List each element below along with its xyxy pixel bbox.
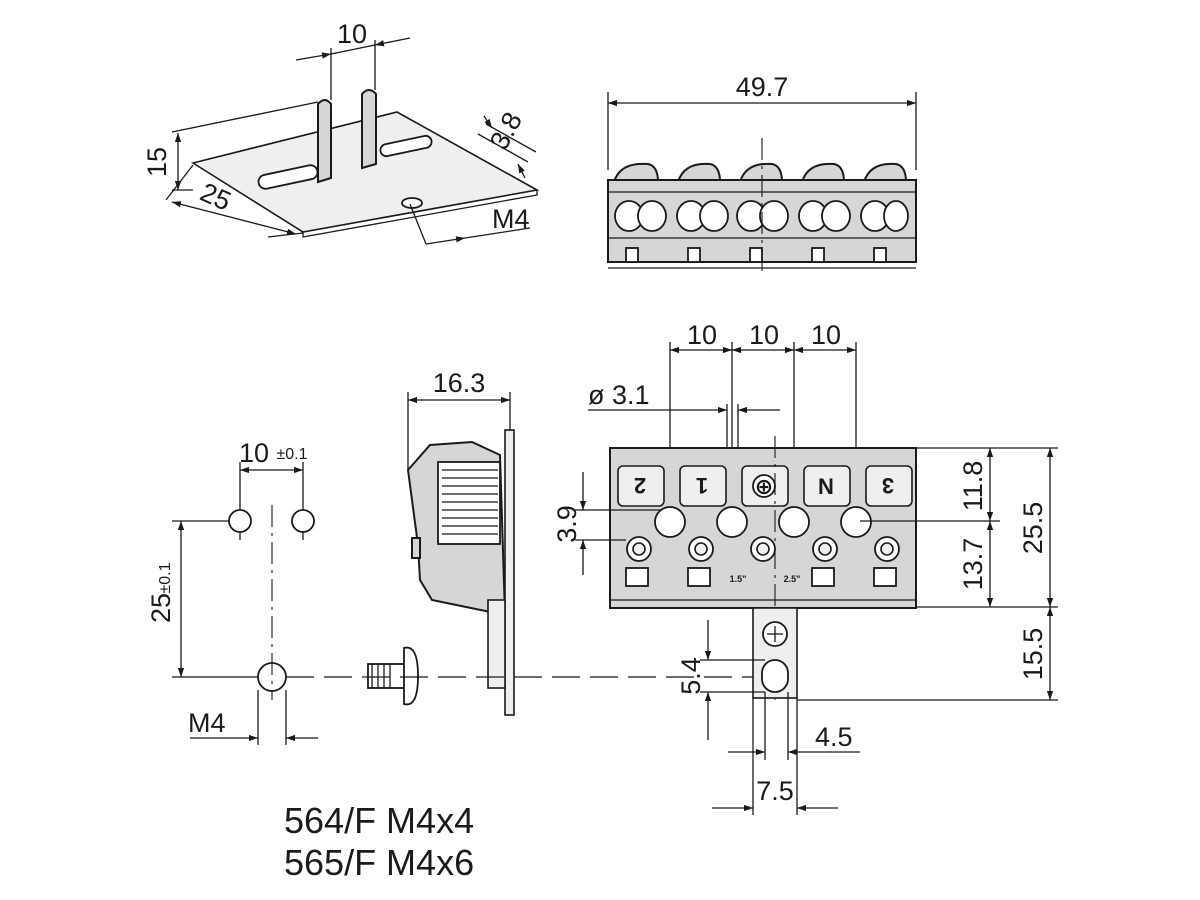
caption-line-2: 565/F M4x6 (284, 842, 474, 883)
plate-thread-label: M4 (492, 204, 530, 234)
side-latch (411, 537, 421, 559)
terminal-label-ground: ⊕ (755, 474, 773, 499)
wire-openings (614, 200, 909, 232)
upper-height-label: 11.8 (958, 461, 988, 512)
bracket-slot (761, 659, 789, 693)
hole-offset-label: 25 (146, 593, 176, 623)
plate-slot (379, 134, 433, 158)
wire-size-label-a: 1.5" (730, 574, 747, 584)
front-view: 49.7 (607, 72, 917, 275)
caption-line-1: 564/F M4x4 (284, 800, 474, 841)
side-grip-ribs (442, 469, 498, 535)
plate-pin (361, 89, 377, 170)
hole-spacing-label: 10 (239, 438, 269, 468)
hole-pattern: 10 ±0.1 25 ±0.1 M4 (146, 438, 318, 745)
plate-pin (317, 99, 332, 184)
hole-offset-tolerance: ±0.1 (157, 562, 174, 593)
side-bracket (487, 599, 506, 689)
hole-diameter-label: ø 3.1 (588, 380, 650, 410)
overall-width-label: 49.7 (736, 72, 789, 102)
plate-width-label: 10 (337, 19, 367, 49)
hole-spacing-tolerance: ±0.1 (276, 446, 307, 463)
side-release-lever (437, 461, 501, 545)
mounting-hole (291, 509, 315, 533)
mounting-hole (228, 509, 252, 533)
terminal-label-3: 3 (882, 473, 894, 498)
terminal-label-n: N (818, 474, 834, 499)
mounting-plate-view: 10 15 25 3.8 M4 (142, 19, 540, 245)
plate-height-label: 15 (142, 147, 172, 177)
slot-width-label: 4.5 (815, 722, 853, 752)
plate-hole (401, 197, 423, 209)
pitch-3-label: 10 (811, 320, 841, 350)
pitch-1-label: 10 (687, 320, 717, 350)
pitch-2-label: 10 (749, 320, 779, 350)
test-slots (625, 567, 897, 587)
release-buttons (654, 506, 872, 538)
terminal-label-1: 1 (696, 473, 708, 498)
lower-height-label: 13.7 (958, 538, 988, 591)
side-depth-label: 16.3 (433, 368, 486, 398)
slot-height-label: 5.4 (676, 657, 706, 695)
plate-thickness-label: 3.8 (484, 107, 528, 154)
wire-entry-holes (626, 536, 900, 562)
hole-thread-label: M4 (188, 708, 226, 738)
mounting-wall (504, 429, 515, 716)
bracket-length-label: 15.5 (1018, 628, 1048, 681)
hole-offset-top-label: 3.9 (552, 505, 582, 543)
terminal-slots (617, 465, 913, 507)
terminal-label-2: 2 (634, 473, 646, 498)
side-view: 16.3 (367, 368, 515, 716)
terminal-caps (612, 162, 908, 183)
wire-size-label-b: 2.5" (784, 574, 801, 584)
top-view: 10 10 10 ø 3.1 2 1 ⊕ N 3 (552, 320, 1058, 815)
total-height-label: 25.5 (1018, 502, 1048, 555)
bracket-width-label: 7.5 (756, 776, 794, 806)
mounting-screw (367, 646, 419, 706)
